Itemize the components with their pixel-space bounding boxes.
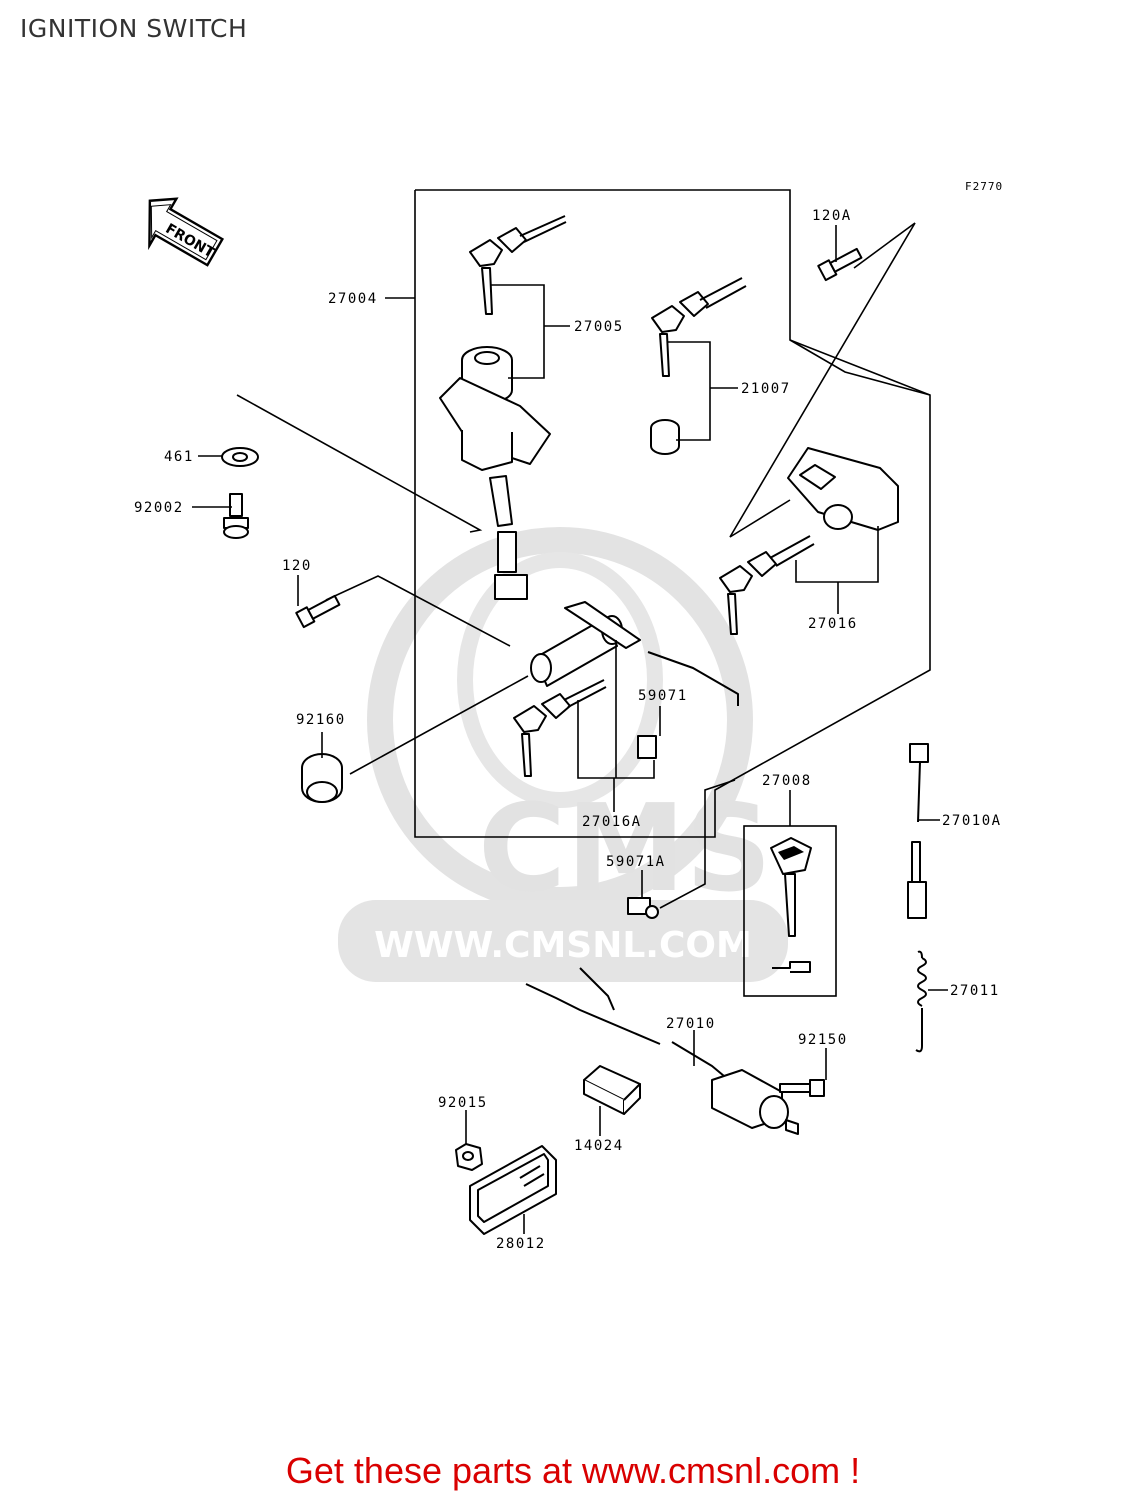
label-92150: 92150 [798,1032,848,1048]
key-pair-27016 [719,535,815,635]
label-461: 461 [164,449,194,465]
part-labels: 27004 27005 21007 120A 461 92002 120 270… [134,208,1002,1252]
reflector-28012 [469,1145,557,1235]
bolt-92150 [779,1079,825,1097]
key-pair-21007 [651,277,747,377]
label-27010: 27010 [666,1016,716,1032]
label-120A: 120A [812,208,852,224]
label-27005: 27005 [574,319,624,335]
clip-59071 [637,735,657,759]
page-title: IGNITION SWITCH [20,14,248,43]
label-28012: 28012 [496,1236,546,1252]
spring-27011 [915,950,927,1053]
label-92015: 92015 [438,1095,488,1111]
clip-59071A [627,897,659,919]
nut-92015 [455,1143,483,1171]
key-pair-27005 [469,215,567,315]
label-27011: 27011 [950,983,1000,999]
grommet-92160 [301,753,343,803]
ignition-switch-27004 [439,346,551,600]
front-arrow-icon: FRONT [148,197,225,267]
label-27004: 27004 [328,291,378,307]
watermark-text: WWW.CMSNL.COM [374,925,752,966]
bolt-120A [817,247,863,282]
footer-promo-text[interactable]: Get these parts at www.cmsnl.com ! [285,1450,861,1491]
watermark-logo: CMS [478,780,772,919]
seat-lock-cylinder [530,601,739,706]
leader-lines [192,222,948,1234]
label-120: 120 [282,558,312,574]
label-27008: 27008 [762,773,812,789]
assembly-outline-27004 [414,189,931,838]
label-21007: 21007 [741,381,791,397]
label-27016A: 27016A [582,814,642,830]
key-blank-27008 [770,837,812,973]
label-59071: 59071 [638,688,688,704]
label-14024: 14024 [574,1138,624,1154]
sensor-27010A [907,743,929,919]
helmet-lock-27016 [787,447,899,531]
label-27016: 27016 [808,616,858,632]
assembly-outline-27016 [789,339,931,396]
key-pair-27016A [513,679,607,777]
label-59071A: 59071A [606,854,666,870]
bracket-14024 [583,1065,641,1115]
wire-harness-27010 [525,967,799,1135]
label-92002: 92002 [134,500,184,516]
watermark: CMS WWW.CMSNL.COM [338,527,788,982]
figure-code: F2770 [965,180,1003,193]
label-92160: 92160 [296,712,346,728]
bolt-92002 [223,493,249,539]
lock-cap-21007 [650,419,680,455]
bolt-120 [295,594,341,629]
guide-120A [729,222,916,538]
label-27010A: 27010A [942,813,1002,829]
